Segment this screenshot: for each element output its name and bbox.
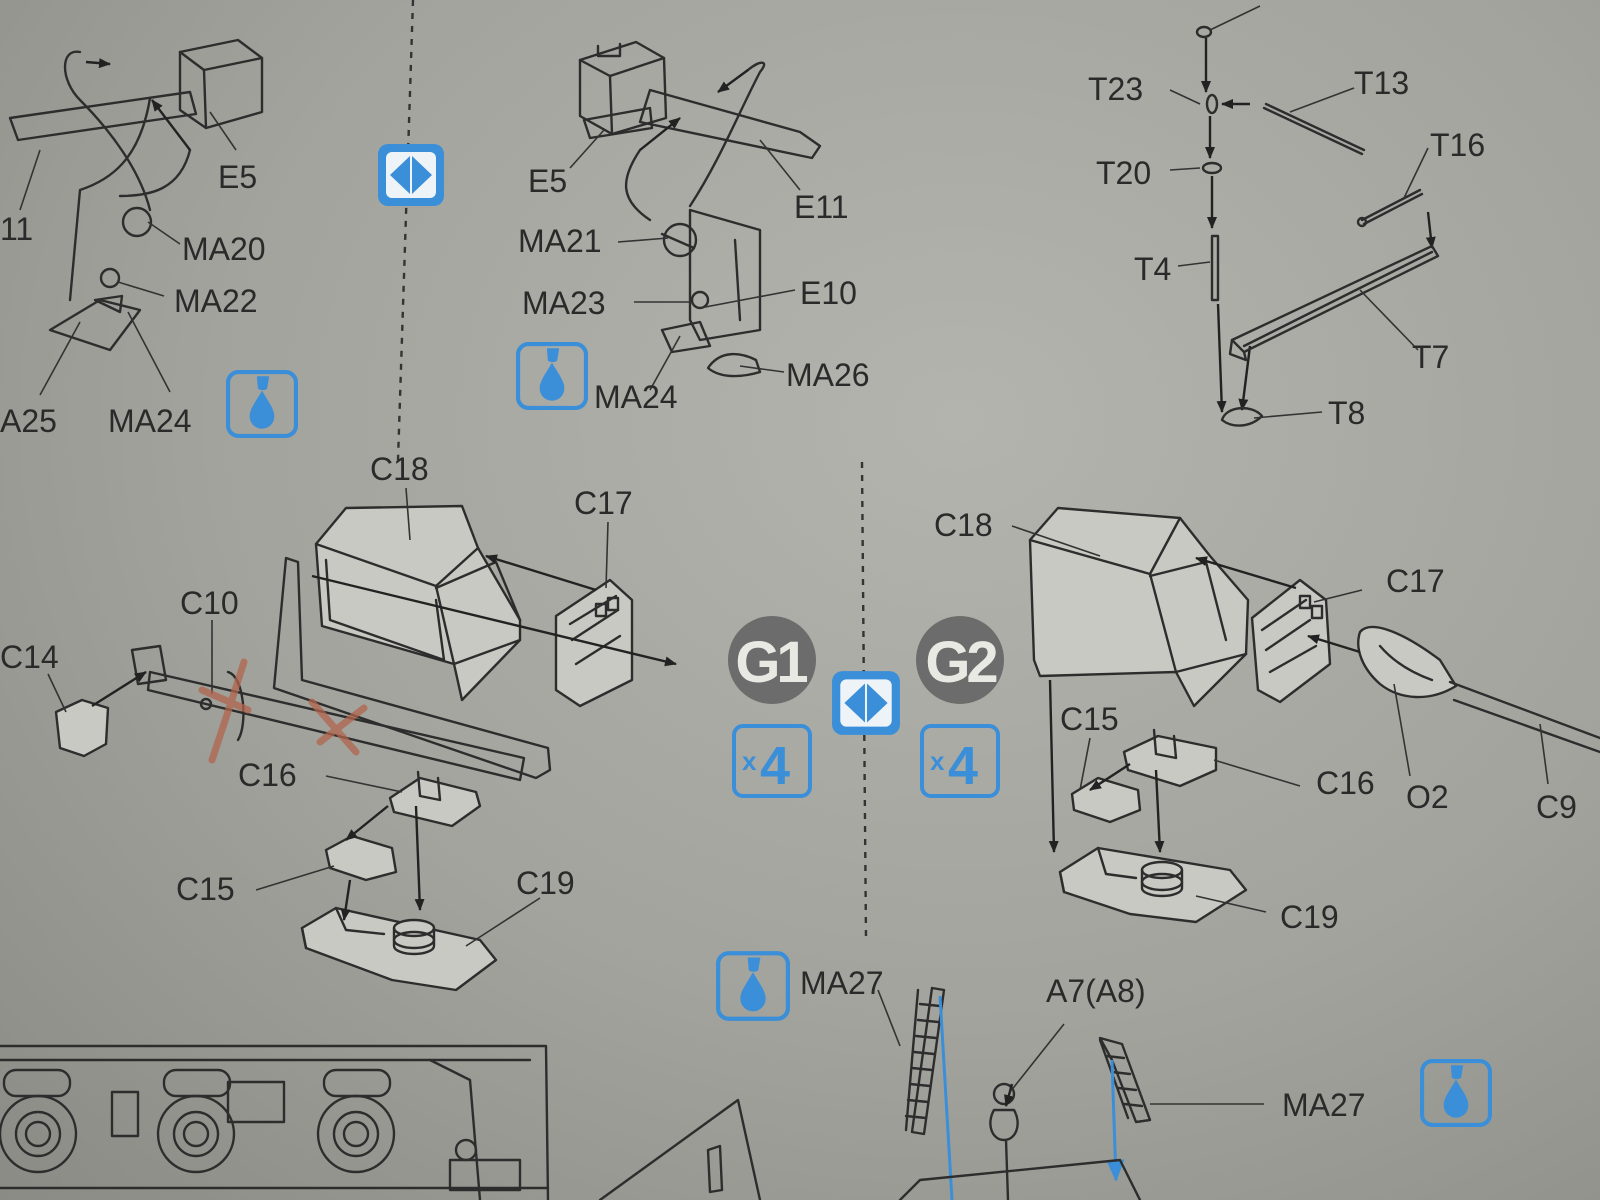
label-g2-c9: C9 [1536, 789, 1577, 825]
glue-drop-icon [228, 372, 296, 436]
label-ma27-left: MA27 [800, 965, 884, 1001]
step-separator-left [396, 0, 415, 461]
glue-drop-icon [718, 953, 788, 1019]
label-g2-c16: C16 [1316, 765, 1375, 801]
label-g1-c16: C16 [238, 757, 297, 793]
label-ma27-right: MA27 [1282, 1087, 1366, 1123]
upper-left-assembly [8, 38, 264, 396]
label-g1-c15: C15 [176, 871, 235, 907]
flip-both-sides-icon [378, 144, 444, 206]
bottom-hull-assembly [0, 1044, 550, 1200]
label-e5-left: E5 [218, 159, 257, 195]
label-e5-mid: E5 [528, 163, 567, 199]
upper-middle-assembly [569, 40, 822, 391]
bottom-ladder-assembly [598, 986, 1264, 1200]
label-t23: T23 [1088, 71, 1143, 107]
label-t20: T20 [1096, 155, 1151, 191]
multiplier-prefix-g2: x [930, 746, 945, 776]
step-label-g1: G1 [735, 630, 807, 695]
label-ma26: MA26 [786, 357, 870, 393]
label-g1-c10: C10 [180, 585, 239, 621]
label-ma20: MA20 [182, 231, 266, 267]
step-g1-assembly [47, 487, 677, 992]
label-ma24-left: MA24 [108, 403, 192, 439]
glue-drop-icon [1422, 1061, 1490, 1125]
multiplier-value-g1: 4 [760, 736, 790, 796]
multiplier-prefix-g1: x [742, 746, 757, 776]
label-g2-c18: C18 [934, 507, 993, 543]
label-g2-c17: C17 [1386, 563, 1445, 599]
step-badge-g2: G2 [916, 616, 1004, 704]
label-g1-c18: C18 [370, 451, 429, 487]
label-e11: E11 [794, 189, 849, 225]
step-badge-g1: G1 [728, 616, 816, 704]
label-t8: T8 [1328, 395, 1365, 431]
label-t4: T4 [1134, 251, 1171, 287]
red-x-correction-mark [198, 658, 252, 764]
flip-both-sides-icon [832, 671, 900, 735]
step-g2-assembly [1011, 506, 1600, 924]
label-11-left: 11 [0, 211, 33, 247]
label-t13: T13 [1354, 65, 1409, 101]
label-g2-o2: O2 [1406, 779, 1449, 815]
label-ma21: MA21 [518, 223, 602, 259]
label-g1-c19: C19 [516, 865, 575, 901]
multiplier-box-g1: x 4 [732, 724, 812, 798]
label-ma25: A25 [0, 403, 57, 439]
multiplier-box-g2: x 4 [920, 724, 1000, 798]
upper-right-assembly [1169, 5, 1440, 427]
label-g2-c15: C15 [1060, 701, 1119, 737]
label-t16: T16 [1430, 127, 1485, 163]
label-g1-c17: C17 [574, 485, 633, 521]
red-x-correction-mark [308, 698, 368, 756]
label-g2-c19: C19 [1280, 899, 1339, 935]
label-g1-c14: C14 [0, 639, 59, 675]
label-ma23: MA23 [522, 285, 606, 321]
label-a7-a8: A7(A8) [1046, 973, 1146, 1009]
label-ma22: MA22 [174, 283, 258, 319]
step-label-g2: G2 [925, 630, 996, 695]
label-t7: T7 [1412, 339, 1449, 375]
glue-drop-icon [518, 344, 586, 408]
label-ma24-mid: MA24 [594, 379, 678, 415]
multiplier-value-g2: 4 [948, 736, 978, 796]
label-e10: E10 [800, 275, 857, 311]
